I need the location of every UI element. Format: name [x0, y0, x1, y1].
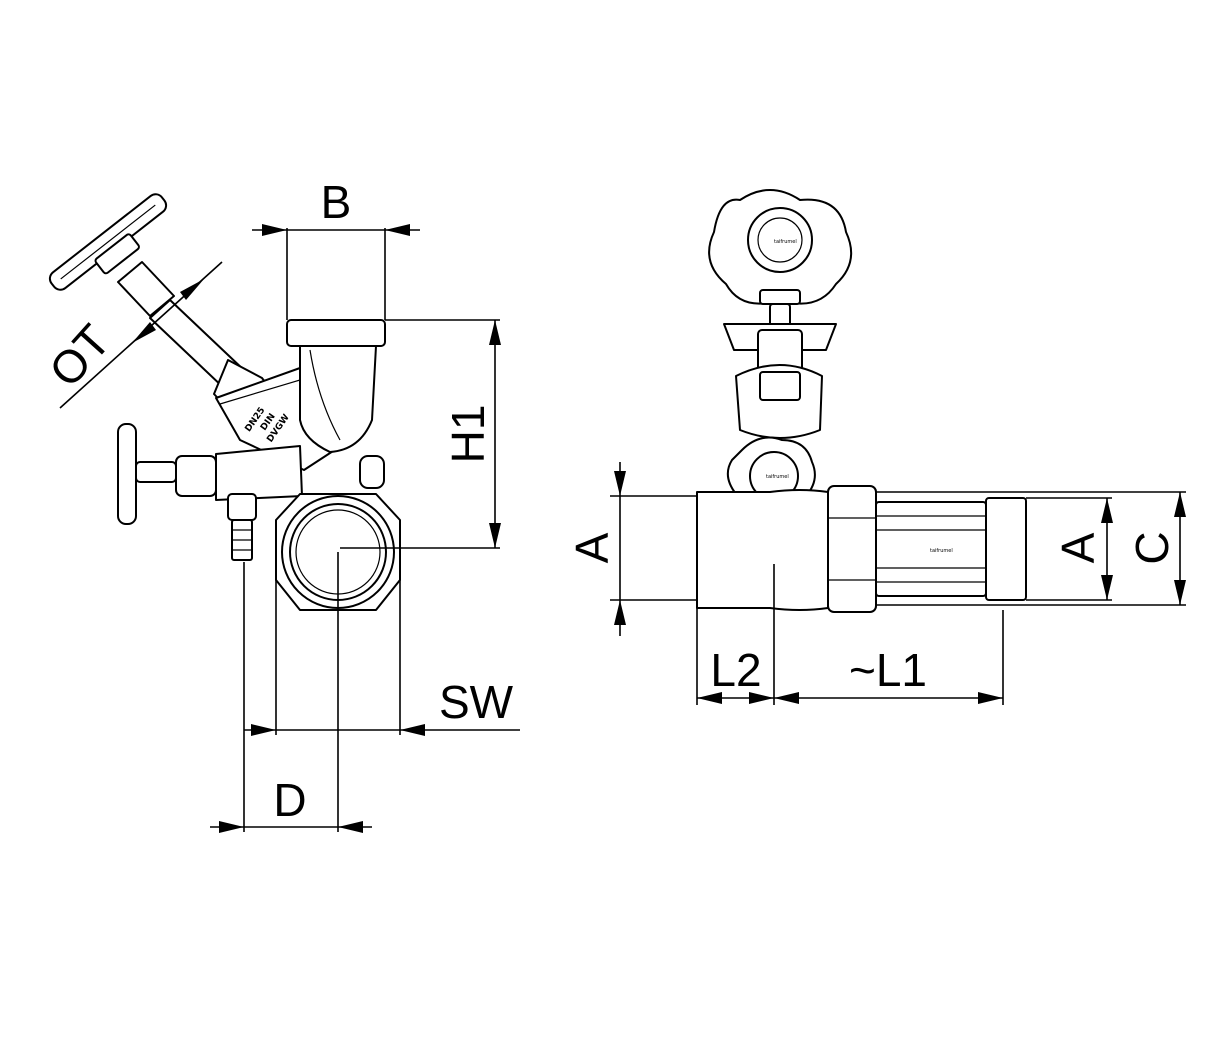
- tailpiece-brand: taifrumel: [930, 548, 953, 554]
- dim-b: B: [252, 176, 420, 320]
- dim-l1: ~L1: [774, 610, 1004, 705]
- handwheel-top-brand: taifrumel: [774, 239, 797, 245]
- dim-a-right-label: A: [1052, 532, 1104, 563]
- dim-a-left-label: A: [566, 532, 618, 563]
- valve-body-front: [696, 489, 829, 611]
- tailpiece: taifrumel: [875, 497, 1027, 601]
- handwheel-top: taifrumel: [708, 189, 853, 331]
- dim-d: D: [210, 552, 372, 833]
- dim-d-label: D: [273, 774, 306, 826]
- dim-c: C: [876, 491, 1186, 606]
- dim-h1-label: H1: [442, 405, 494, 464]
- dim-c-label: C: [1126, 531, 1178, 564]
- dim-l2: L2: [696, 564, 775, 705]
- dim-sw-label: SW: [439, 676, 514, 728]
- union-nut-side: [827, 485, 877, 613]
- dim-l2-label: L2: [710, 644, 761, 696]
- handwheel-small-brand: taifrumel: [766, 474, 789, 480]
- bonnet-front: [723, 323, 837, 439]
- dim-b-label: B: [321, 176, 352, 228]
- side-view-valve: DN25 DIN DVGW: [48, 193, 401, 611]
- dim-h1: H1: [340, 319, 501, 549]
- front-view-valve: taifrumel taifrumel: [696, 189, 1027, 613]
- upper-socket: [286, 319, 386, 453]
- drain-valve: [117, 423, 385, 561]
- angled-bonnet: DN25 DIN DVGW: [117, 261, 351, 471]
- dim-l1-label: ~L1: [849, 644, 927, 696]
- dim-ot-label: OT: [39, 314, 120, 396]
- handwheel-angled: [48, 193, 168, 291]
- dim-a-left: A: [566, 462, 697, 636]
- dim-sw: SW: [244, 580, 520, 736]
- dim-a-right: A: [1026, 497, 1113, 601]
